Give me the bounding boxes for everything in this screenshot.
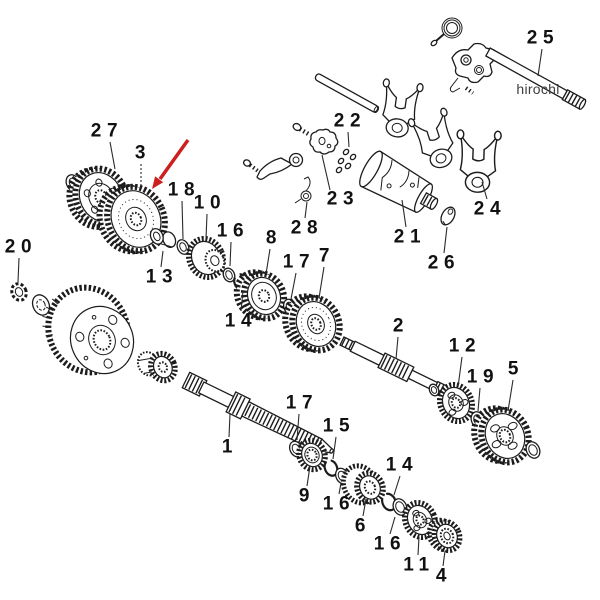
part-label-23: 23 [326, 188, 360, 210]
drum-pins [335, 148, 357, 174]
primary-pinion-gear [136, 350, 178, 384]
shift-fork-center [406, 106, 464, 174]
part-label-16-a: 16 [216, 220, 250, 242]
bolt-top [292, 122, 312, 137]
spindle-plate-assembly [449, 42, 497, 95]
gear-5 [471, 405, 532, 466]
part-label-5: 5 [507, 358, 525, 380]
part-label-12: 12 [448, 335, 482, 357]
special-washer [31, 294, 51, 316]
arrow-shaft [158, 138, 190, 181]
leader-lines [17, 48, 543, 567]
gear-6 [340, 463, 386, 506]
gear-3 [96, 183, 168, 255]
part-label-13: 13 [145, 266, 179, 288]
part-label-16-b: 16 [322, 493, 356, 515]
watermark-text: hirochi [516, 81, 560, 97]
part-label-11: 11 [403, 554, 435, 576]
part-label-16-c: 16 [373, 533, 407, 555]
part-label-14-b: 14 [385, 454, 419, 476]
part-label-7: 7 [318, 245, 336, 267]
snap-ring-15 [323, 459, 339, 477]
part-label-20: 20 [4, 236, 38, 258]
washer-16-top [222, 267, 236, 283]
part-label-19: 19 [466, 366, 500, 388]
part-label-6: 6 [354, 515, 372, 537]
part-label-28: 28 [290, 217, 324, 239]
part-label-17-a: 17 [282, 251, 316, 273]
bushing-13 [149, 228, 177, 248]
ring-after-5 [525, 441, 541, 459]
part-label-10: 10 [193, 192, 227, 214]
pawl-spring-28 [294, 176, 312, 204]
part-label-25: 25 [526, 27, 560, 49]
lock-washer-20 [10, 282, 28, 302]
shift-fork-right-24 [454, 129, 503, 194]
snap-ring-14-bottom [381, 492, 397, 512]
part-label-3: 3 [134, 142, 152, 164]
countershaft-2 [339, 336, 458, 402]
part-label-22: 22 [333, 110, 367, 132]
part-label-27: 27 [90, 120, 124, 142]
drum-joint-26 [440, 206, 456, 226]
part-label-8: 8 [265, 227, 283, 249]
shift-drum-21 [359, 150, 439, 213]
shift-stopper-arm [242, 152, 304, 180]
fork-shaft-rod [314, 73, 380, 114]
torsion-spring [430, 17, 463, 47]
part-label-17-b: 17 [285, 392, 319, 414]
spindle-shaft-25 [484, 47, 587, 111]
part-label-1: 1 [221, 436, 239, 458]
gear-7 [282, 293, 343, 354]
spacer-small [428, 383, 440, 397]
gear-9 [296, 437, 328, 473]
red-pointer-arrow [152, 138, 190, 189]
part-label-24: 24 [473, 198, 507, 220]
part-label-18: 18 [167, 179, 201, 201]
part-label-21: 21 [393, 226, 427, 248]
part-label-2: 2 [392, 315, 410, 337]
part-label-9: 9 [298, 485, 316, 507]
gear-8 [233, 269, 288, 322]
shift-cam-star-plate [309, 128, 339, 155]
gear-12 [436, 381, 476, 425]
part-label-15: 15 [322, 415, 356, 437]
clutch-outer [42, 284, 135, 376]
part-label-14-a: 14 [224, 310, 258, 332]
gear-10 [185, 235, 227, 281]
part-label-26: 26 [427, 252, 461, 274]
part-label-4: 4 [435, 565, 453, 587]
washer-18 [176, 239, 190, 255]
arrow-head [152, 176, 164, 189]
